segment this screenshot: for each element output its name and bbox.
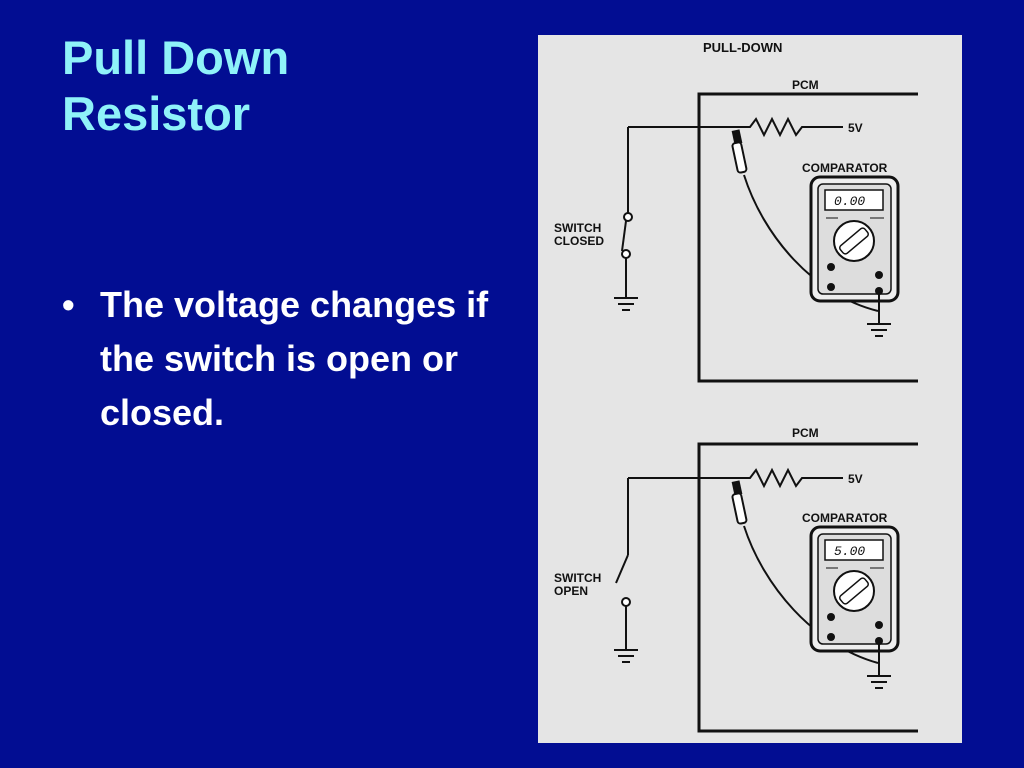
switch-label-line-2: CLOSED	[554, 234, 604, 248]
switch-contact-icon	[623, 212, 633, 222]
panel-switch-closed: PCM 5V SWITCH CLOSED COMPA	[554, 78, 918, 383]
switch-contact-icon	[621, 597, 631, 607]
switch-lever	[621, 220, 627, 252]
panel-switch-open: PCM 5V SWITCH OPEN COMPARATOR	[554, 426, 918, 733]
resistor-symbol	[628, 467, 843, 489]
switch-label-line-1: SWITCH	[554, 571, 601, 585]
ground-icon	[867, 323, 891, 337]
switch-lever	[615, 554, 629, 584]
multimeter-icon: 0.00	[809, 175, 900, 303]
ground-icon	[614, 649, 638, 663]
meter-reading: 0.00	[834, 194, 865, 209]
probe-lead	[743, 525, 879, 664]
meter-reading: 5.00	[834, 544, 865, 559]
voltage-label: 5V	[848, 472, 863, 486]
bullet-item: • The voltage changes if the switch is o…	[62, 278, 492, 440]
voltage-label: 5V	[848, 121, 863, 135]
bullet-dot-icon: •	[62, 284, 75, 325]
probe-lead	[743, 174, 879, 312]
bullet-list: • The voltage changes if the switch is o…	[62, 278, 492, 440]
title-line-2: Resistor	[62, 87, 251, 140]
multimeter-icon: 5.00	[809, 525, 900, 653]
pcm-box	[697, 92, 918, 383]
switch-contact-icon	[621, 249, 631, 259]
title-line-1: Pull Down	[62, 31, 290, 84]
bullet-text: The voltage changes if the switch is ope…	[100, 284, 489, 433]
switch-label-line-1: SWITCH	[554, 221, 601, 235]
meter-label: COMPARATOR	[802, 161, 888, 175]
resistor-symbol	[628, 116, 843, 138]
slide-title: Pull Down Resistor	[62, 30, 502, 142]
ground-icon	[614, 297, 638, 311]
probe-tip-icon	[731, 480, 748, 525]
switch-label-line-2: OPEN	[554, 584, 588, 598]
pcm-box	[697, 442, 918, 733]
pcm-label: PCM	[792, 78, 819, 92]
meter-label: COMPARATOR	[802, 511, 888, 525]
pcm-label: PCM	[792, 426, 819, 440]
probe-tip-icon	[731, 129, 748, 174]
diagram-heading: PULL-DOWN	[703, 40, 782, 55]
ground-icon	[867, 675, 891, 689]
pull-down-diagram: PULL-DOWN PCM 5V SWITCH	[538, 35, 962, 743]
